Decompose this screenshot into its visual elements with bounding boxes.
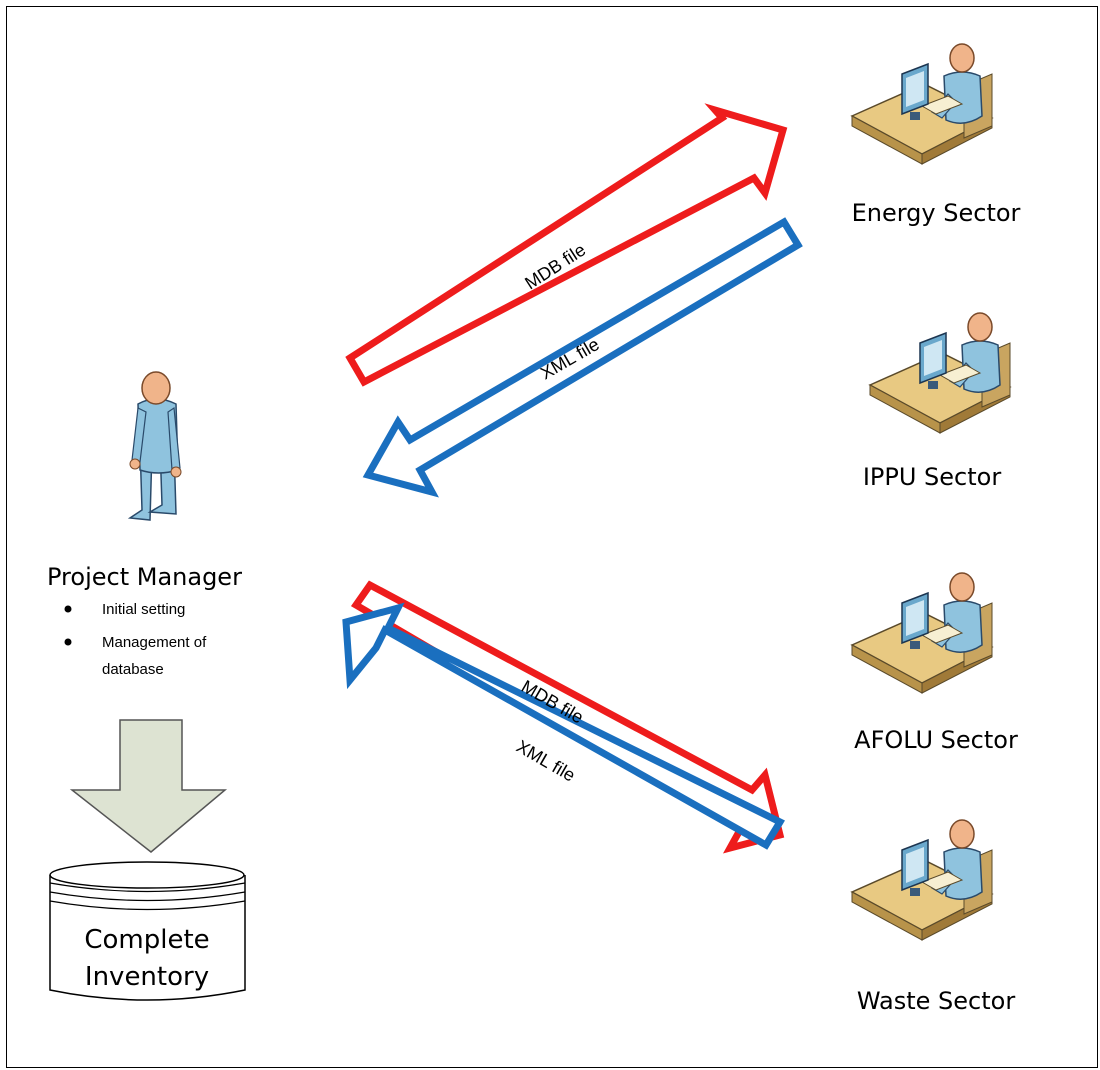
- waste-sector-label: Waste Sector: [857, 987, 1016, 1015]
- bullet-database: database: [102, 661, 164, 678]
- waste-workstation-icon: [851, 819, 993, 941]
- database-line-1: Complete: [84, 925, 209, 955]
- mdb-arrow-top: [345, 103, 788, 387]
- ippu-sector-label: IPPU Sector: [863, 463, 1002, 491]
- energy-workstation-icon: [851, 43, 993, 165]
- xml-arrow-bottom: [342, 602, 785, 850]
- energy-sector-label: Energy Sector: [852, 199, 1021, 227]
- database-line-2: Inventory: [85, 962, 209, 992]
- project-manager-icon: [127, 371, 182, 521]
- project-manager-title: Project Manager: [47, 563, 242, 591]
- afolu-workstation-icon: [851, 572, 993, 694]
- xml-label-bottom: XML file: [513, 736, 579, 786]
- database-cylinder-icon: [49, 861, 246, 1001]
- xml-arrow-top: [362, 217, 803, 498]
- bullet-management: Management of: [102, 634, 207, 651]
- bullet-dot: [64, 638, 72, 646]
- bullet-initial-setting: Initial setting: [102, 601, 185, 618]
- down-arrow: [69, 719, 228, 853]
- ippu-workstation-icon: [869, 312, 1011, 434]
- afolu-sector-label: AFOLU Sector: [854, 726, 1018, 754]
- bullet-dot: [64, 605, 72, 613]
